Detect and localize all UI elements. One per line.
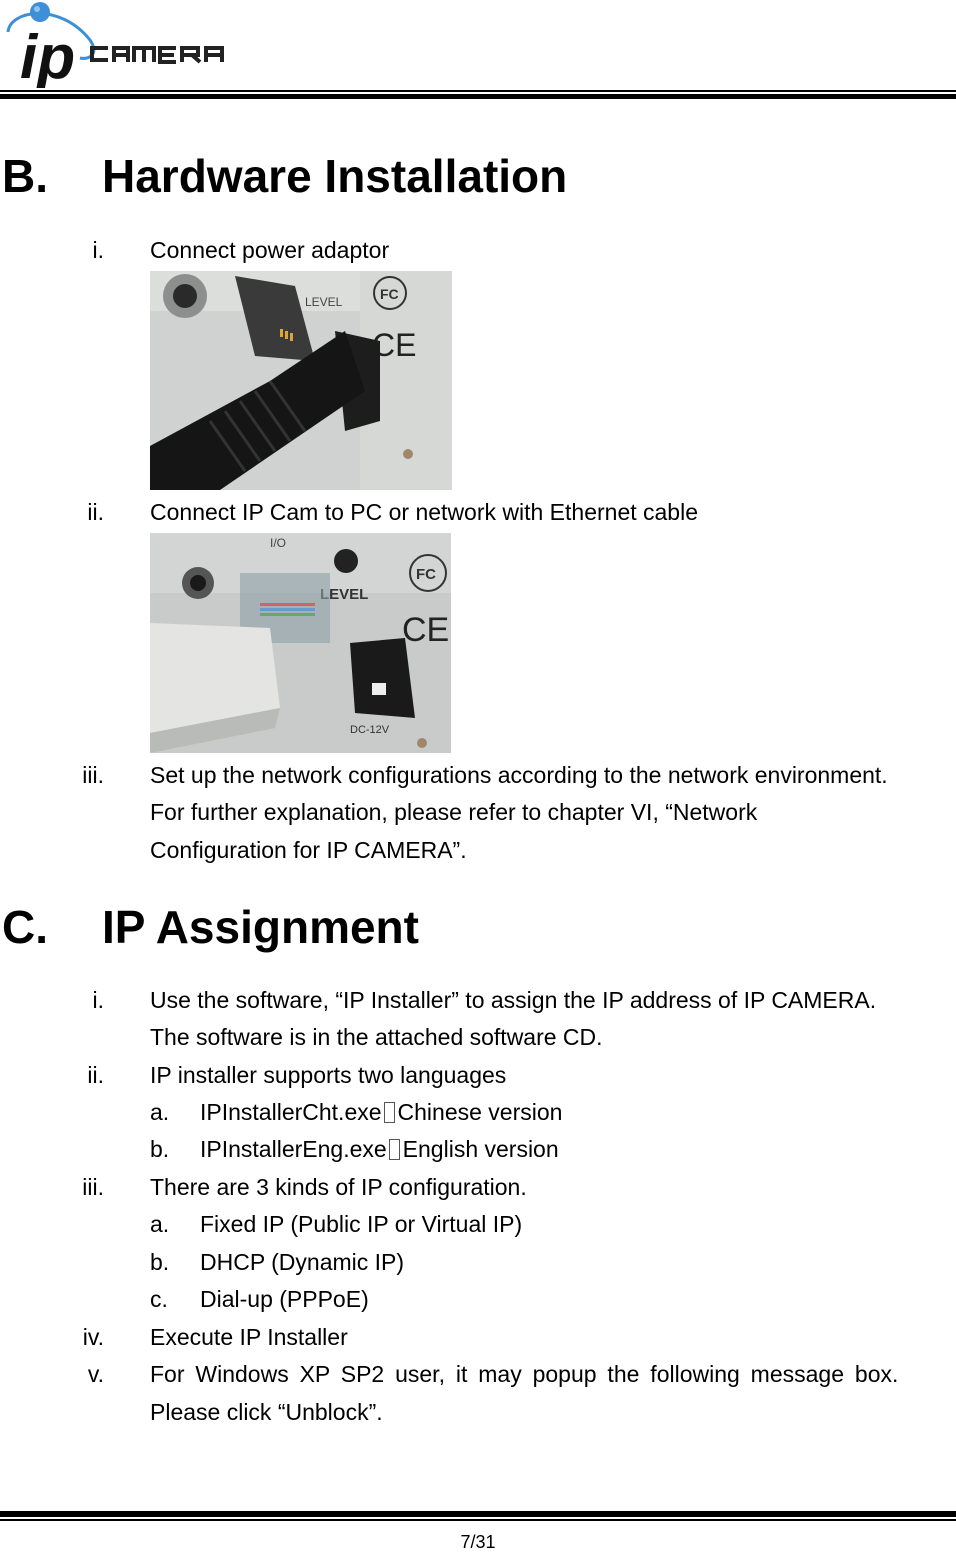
section-title: IP Assignment [102,901,419,953]
item-text: There are 3 kinds of IP configuration. [150,1174,527,1200]
item-text-line: Please click “Unblock”. [150,1399,383,1425]
item-text: IP installer supports two languages [150,1062,507,1088]
file-name: IPInstallerCht.exe [200,1099,382,1125]
section-letter: B. [2,150,48,202]
item-number: iii. [82,1174,104,1200]
sub-item-text: Fixed IP (Public IP or Virtual IP) [200,1211,523,1237]
svg-text:FC: FC [416,566,436,583]
item-text: Execute IP Installer [150,1324,348,1350]
section-heading-hardware-installation: B. Hardware Installation [2,150,567,202]
item-text-line: Configuration for IP CAMERA”. [150,837,467,863]
item-number: ii. [87,499,104,525]
item-text-line: Set up the network configurations accord… [150,762,888,788]
sub-item-letter: b. [150,1249,170,1275]
page-number: 7/31 [460,1532,496,1552]
sub-item-letter: c. [150,1286,168,1312]
header-rule-thick [0,94,956,99]
svg-text:ip: ip [20,23,75,88]
logo-icon: ip [6,2,224,92]
missing-glyph-icon [388,1139,400,1160]
item-text-line: Use the software, “IP Installer” to assi… [150,987,877,1013]
item-number: ii. [87,1062,104,1088]
ip-camera-logo: ip [0,0,270,92]
item-text-line: For further explanation, please refer to… [150,799,758,825]
svg-text:LEVEL: LEVEL [320,586,368,603]
file-description: English version [402,1136,559,1162]
footer-rule-thin [0,1519,956,1521]
item-number: iii. [82,762,104,788]
item-text: Connect power adaptor [150,237,390,263]
sub-item-letter: b. [150,1136,170,1162]
svg-text:DC-12V: DC-12V [350,724,390,736]
sub-item-text: DHCP (Dynamic IP) [200,1249,405,1275]
section-heading-ip-assignment: C. IP Assignment [2,901,419,953]
section-letter: C. [2,901,48,953]
file-name: IPInstallerEng.exe [200,1136,387,1162]
item-number: i. [92,987,105,1013]
section-title: Hardware Installation [102,150,568,202]
svg-text:I/O: I/O [270,536,286,550]
svg-text:LEVEL: LEVEL [305,295,343,309]
header-rule-thin [0,90,956,92]
item-number: i. [92,237,105,263]
item-number: v. [87,1361,104,1387]
photo-power-adaptor-connection: LEVEL FC CE [150,271,452,490]
sub-item-letter: a. [150,1211,170,1237]
item-text-line: The software is in the attached software… [150,1024,603,1050]
item-number: iv. [82,1324,104,1350]
sub-item-text: IPInstallerCht.exe Chinese version [200,1099,562,1125]
sub-item-letter: a. [150,1099,170,1125]
file-description: Chinese version [397,1099,563,1125]
item-text-line: For Windows XP SP2 user, it may popup th… [150,1361,899,1387]
photo-ethernet-cable-connection: I/O LEVEL FC CE DC-12V [150,533,451,753]
svg-text:FC: FC [380,286,399,302]
sub-item-text: IPInstallerEng.exe English version [200,1136,559,1162]
svg-text:CE: CE [402,611,449,649]
item-text: Connect IP Cam to PC or network with Eth… [150,499,699,525]
missing-glyph-icon [383,1102,395,1123]
sub-item-text: Dial-up (PPPoE) [200,1286,369,1312]
footer-rule-thick [0,1511,956,1517]
